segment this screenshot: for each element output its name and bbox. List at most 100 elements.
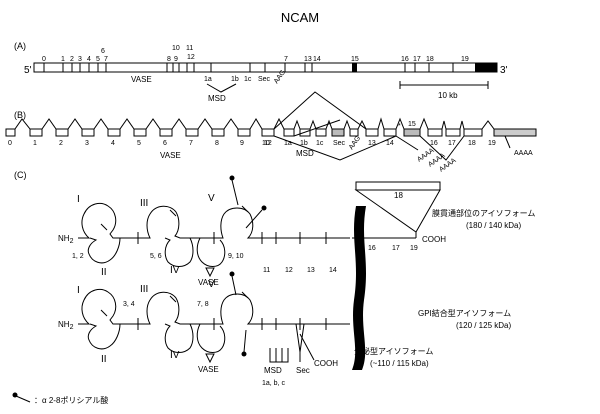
- row2-exons-7-8: 7, 8: [197, 301, 209, 308]
- row1-exons-5-6: 5, 6: [150, 253, 162, 260]
- legend-glycan-dot: [12, 392, 18, 398]
- exon-18-label: 18: [394, 191, 403, 200]
- row1-exon-14: 14: [329, 267, 337, 274]
- mrna-exon-14: 14: [386, 140, 394, 147]
- row2-polysialic-glycans: [229, 271, 247, 357]
- ig-domain-1: [78, 202, 121, 264]
- mrna-exon-1: 1: [33, 140, 37, 147]
- gene-exon-7: 7: [104, 56, 108, 63]
- gene-exon-15: 15: [351, 56, 359, 63]
- gene-exon-3: 3: [78, 56, 82, 63]
- mrna-exon-1a: 1a: [284, 140, 292, 147]
- mrna-exon-7: 7: [189, 140, 193, 147]
- gene-exon-12: 12: [187, 54, 195, 61]
- mrna-exon-2: 2: [59, 140, 63, 147]
- iso-sec-label: 分泌型アイソフォーム: [354, 346, 433, 356]
- row1-exon-12: 12: [285, 267, 293, 274]
- sec-cooh-label: COOH: [314, 359, 338, 368]
- row1-vase-label: VASE: [198, 278, 219, 287]
- gene-sec-label: Sec: [258, 76, 271, 83]
- iso-gpi-label: GPI結合型アイソフォーム: [418, 308, 511, 318]
- mrna-exon-numbers: 0 1 2 3 4 5 6 7 8 9 10 11 12 1a 1b 1c Se…: [8, 121, 496, 151]
- tm-exon-16: 16: [368, 245, 376, 252]
- exon-18-box: [355, 181, 441, 191]
- legend-text: ：α 2-8ポリシアル酸: [34, 395, 108, 405]
- mrna-exon-8: 8: [215, 140, 219, 147]
- gene-1c-label: 1c: [244, 76, 252, 83]
- mrna-exon-15-star: *: [398, 123, 401, 130]
- sec-msd-sub-label: 1a, b, c: [262, 380, 285, 387]
- ig-domain-2: [120, 205, 194, 267]
- gene-exon-15-block: [352, 63, 357, 72]
- row1-exon-11: 11: [263, 267, 270, 274]
- panel-a-label: (A): [14, 41, 26, 51]
- gpi-stem: [190, 293, 350, 325]
- tm-exon-17: 17: [392, 245, 400, 252]
- isoform-secreted: [269, 323, 315, 363]
- gene-exon-19-block: [475, 63, 497, 72]
- row1-exons-9-10: 9, 10: [228, 253, 244, 260]
- mrna-exon-1c: 1c: [316, 140, 324, 147]
- gene-exon-19: 19: [461, 56, 469, 63]
- gene-msd-bracket: [206, 83, 237, 93]
- mrna-exon-3: 3: [85, 140, 89, 147]
- gene-exon-18: 18: [426, 56, 434, 63]
- mrna-exon-17: 17: [448, 140, 456, 147]
- row2-ticks: [100, 291, 327, 330]
- mrna-exon-sec: Sec: [333, 140, 346, 147]
- row2-exons-3-4: 3, 4: [123, 301, 135, 308]
- gene-exon-6: 6: [101, 48, 105, 55]
- mrna-exon-5: 5: [137, 140, 141, 147]
- nh2-label-row1: NH2: [58, 234, 74, 245]
- mrna-vase-label: VASE: [160, 151, 181, 160]
- mrna-exon-13: 13: [368, 140, 376, 147]
- ig-domain-4: [196, 237, 226, 267]
- gene-exon-1: 1: [61, 56, 65, 63]
- gpi-ig-label-iii: III: [140, 284, 148, 295]
- mrna-exon-1b: 1b: [300, 140, 308, 147]
- row1-ticks: [100, 205, 327, 244]
- gpi-ig-label-i: I: [77, 285, 80, 296]
- row1-exons-1-2: 1, 2: [72, 253, 84, 260]
- gpi-ig-domain-2: [120, 291, 194, 353]
- gene-exon-17: 17: [413, 56, 421, 63]
- iso-tm-kda: (180 / 140 kDa): [466, 221, 521, 230]
- row2-vase-label: VASE: [198, 365, 219, 374]
- gene-exon-13: 13: [304, 56, 312, 63]
- gpi-ig-label-iv: IV: [170, 350, 180, 361]
- tm-exon-19: 19: [410, 245, 418, 252]
- gene-1a-label: 1a: [204, 76, 212, 83]
- iso-gpi-kda: (120 / 125 kDa): [456, 321, 511, 330]
- mrna-exon-19: 19: [488, 140, 496, 147]
- diagram-title: NCAM: [281, 10, 319, 25]
- iso-tm-label: 膜貫通部位のアイソフォーム: [432, 208, 535, 218]
- gene-exon-4: 4: [87, 56, 91, 63]
- row1-polysialic-glycans: [229, 175, 267, 229]
- mrna-exon-0: 0: [8, 140, 12, 147]
- panel-c-label: (C): [14, 170, 27, 180]
- membrane-char-1: 細: [369, 248, 377, 258]
- gene-exon-ticks: [43, 63, 454, 72]
- panel-b-label: (B): [14, 110, 26, 120]
- mrna-exon-15: 15: [408, 121, 416, 128]
- mrna-exon-9: 9: [240, 140, 244, 147]
- tm-cooh-label: COOH: [422, 235, 446, 244]
- gene-exon-5: 5: [96, 56, 100, 63]
- row1-vase-marker: [205, 267, 215, 278]
- tm-stem: [190, 207, 350, 239]
- gene-exon-7b: 7: [284, 56, 288, 63]
- gene-exon-9: 9: [174, 56, 178, 63]
- ig-label-iii: III: [140, 198, 148, 209]
- mrna-exon-12: 12: [264, 140, 272, 147]
- three-prime-label: 3': [500, 65, 508, 76]
- five-prime-label: 5': [24, 65, 32, 76]
- mrna-exon-aag: AAG: [348, 135, 362, 151]
- sec-msd-label: MSD: [264, 366, 282, 375]
- mrna-msd-label: MSD: [296, 149, 314, 158]
- gpi-ig-label-ii: II: [101, 354, 107, 365]
- cell-membrane: [352, 206, 366, 370]
- gene-1b-label: 1b: [231, 76, 239, 83]
- gene-exon-16: 16: [401, 56, 409, 63]
- gene-vase-label: VASE: [131, 75, 152, 84]
